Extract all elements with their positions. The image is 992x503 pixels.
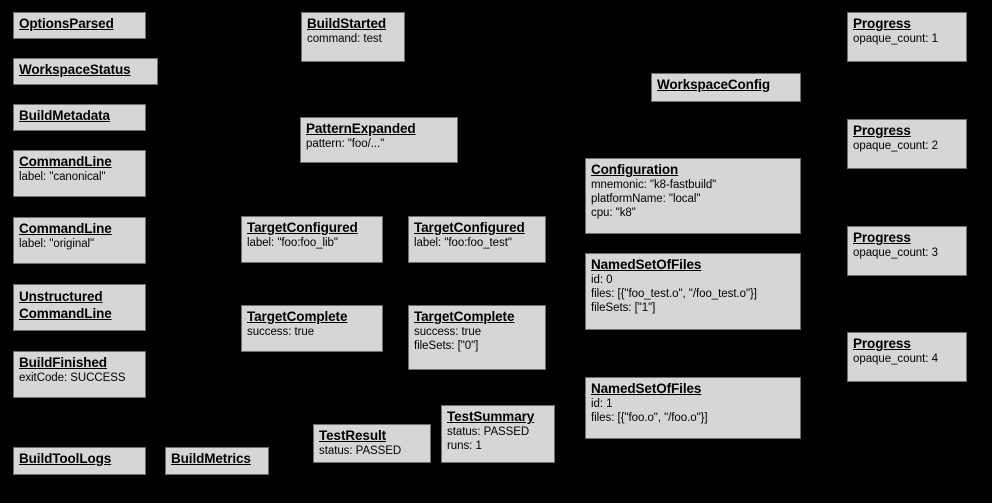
node-field: status: PASSED [319,445,402,457]
node-fields: opaque_count: 4 [853,352,961,366]
node-title: BuildFinished [19,355,107,370]
node-title: TargetComplete [247,309,348,324]
node-field: id: 1 [591,398,613,410]
node-field: opaque_count: 1 [853,33,938,45]
node-fields: label: "canonical" [19,170,140,184]
node-title: PatternExpanded [306,121,416,136]
node-fields: id: 1 files: [{"foo.o", "/foo.o"}] [591,397,795,425]
node-fields: label: "original" [19,237,140,251]
node-title: BuildMetadata [19,108,110,123]
node-title: TargetComplete [414,309,515,324]
node-field: fileSets: ["0"] [414,340,479,352]
node-title: CommandLine [19,154,112,169]
node-title: Progress [853,336,911,351]
node-field: mnemonic: "k8-fastbuild" [591,179,717,191]
node-build-finished[interactable]: BuildFinished exitCode: SUCCESS [13,351,146,398]
node-title: NamedSetOfFiles [591,257,702,272]
node-configuration[interactable]: Configuration mnemonic: "k8-fastbuild" pla… [585,158,801,234]
node-test-summary[interactable]: TestSummary status: PASSED runs: 1 [441,405,555,463]
node-options-parsed[interactable]: OptionsParsed [13,12,146,39]
node-field: platformName: "local" [591,193,701,205]
node-target-configured-foo-test[interactable]: TargetConfigured label: "foo:foo_test" [408,216,546,263]
node-build-metadata[interactable]: BuildMetadata [13,104,146,131]
node-fields: success: true fileSets: ["0"] [414,325,540,353]
node-field: success: true [247,326,315,338]
node-command-line-canonical[interactable]: CommandLine label: "canonical" [13,150,146,197]
node-title: Progress [853,16,911,31]
node-named-set-of-files-1[interactable]: NamedSetOfFiles id: 1 files: [{"foo.o", "/… [585,377,801,439]
node-field: files: [{"foo_test.o", "/foo_test.o"}] [591,288,757,300]
node-test-result[interactable]: TestResult status: PASSED [313,424,431,463]
node-progress-3[interactable]: Progress opaque_count: 3 [847,226,967,276]
node-fields: opaque_count: 2 [853,139,961,153]
node-title: TargetConfigured [247,220,358,235]
node-target-complete-test[interactable]: TargetComplete success: true fileSets: ["0… [408,305,546,370]
node-field: label: "original" [19,238,95,250]
node-unstructured-command-line[interactable]: Unstructured CommandLine [13,284,146,331]
node-field: exitCode: SUCCESS [19,372,126,384]
node-target-configured-foo-lib[interactable]: TargetConfigured label: "foo:foo_lib" [241,216,383,263]
node-fields: mnemonic: "k8-fastbuild" platformName: "l… [591,178,795,220]
node-title: WorkspaceConfig [657,77,771,92]
node-fields: command: test [307,32,399,46]
node-progress-1[interactable]: Progress opaque_count: 1 [847,12,967,62]
node-field: status: PASSED [447,426,530,438]
node-field: files: [{"foo.o", "/foo.o"}] [591,412,708,424]
node-field: runs: 1 [447,440,482,452]
node-fields: label: "foo:foo_test" [414,236,540,250]
node-pattern-expanded[interactable]: PatternExpanded pattern: "foo/..." [300,117,458,163]
node-workspace-config[interactable]: WorkspaceConfig [651,73,801,102]
node-named-set-of-files-0[interactable]: NamedSetOfFiles id: 0 files: [{"foo_test.o… [585,253,801,330]
node-title: WorkspaceStatus [19,62,131,77]
node-title: CommandLine [19,221,112,236]
node-title: Unstructured CommandLine [19,289,112,321]
node-field: pattern: "foo/..." [306,138,385,150]
node-build-metrics[interactable]: BuildMetrics [165,447,269,475]
node-progress-4[interactable]: Progress opaque_count: 4 [847,332,967,382]
node-fields: id: 0 files: [{"foo_test.o", "/foo_test.o… [591,273,795,315]
node-title: TestResult [319,428,387,443]
node-title: Progress [853,123,911,138]
node-title: NamedSetOfFiles [591,381,702,396]
node-workspace-status[interactable]: WorkspaceStatus [13,58,158,85]
node-title: TargetConfigured [414,220,525,235]
node-fields: status: PASSED [319,444,425,458]
node-title: Configuration [591,162,679,177]
node-fields: opaque_count: 3 [853,246,961,260]
node-field: command: test [307,33,382,45]
node-title: OptionsParsed [19,16,114,31]
node-fields: status: PASSED runs: 1 [447,425,549,453]
node-command-line-original[interactable]: CommandLine label: "original" [13,217,146,264]
node-title: BuildToolLogs [19,451,112,466]
node-build-started[interactable]: BuildStarted command: test [301,12,405,62]
node-fields: exitCode: SUCCESS [19,371,140,385]
node-field: label: "canonical" [19,171,106,183]
node-field: label: "foo:foo_lib" [247,237,338,249]
node-title: BuildStarted [307,16,387,31]
node-field: success: true [414,326,482,338]
node-title: TestSummary [447,409,535,424]
node-progress-2[interactable]: Progress opaque_count: 2 [847,119,967,169]
node-field: label: "foo:foo_test" [414,237,512,249]
node-title: BuildMetrics [171,451,251,466]
node-fields: pattern: "foo/..." [306,137,452,151]
node-title: Progress [853,230,911,245]
node-fields: label: "foo:foo_lib" [247,236,377,250]
node-field: cpu: "k8" [591,207,636,219]
node-build-tool-logs[interactable]: BuildToolLogs [13,447,146,475]
node-fields: success: true [247,325,377,339]
node-field: opaque_count: 2 [853,140,938,152]
node-fields: opaque_count: 1 [853,32,961,46]
node-field: id: 0 [591,274,613,286]
node-field: opaque_count: 4 [853,353,938,365]
node-field: opaque_count: 3 [853,247,938,259]
node-field: fileSets: ["1"] [591,302,656,314]
node-target-complete-lib[interactable]: TargetComplete success: true [241,305,383,352]
